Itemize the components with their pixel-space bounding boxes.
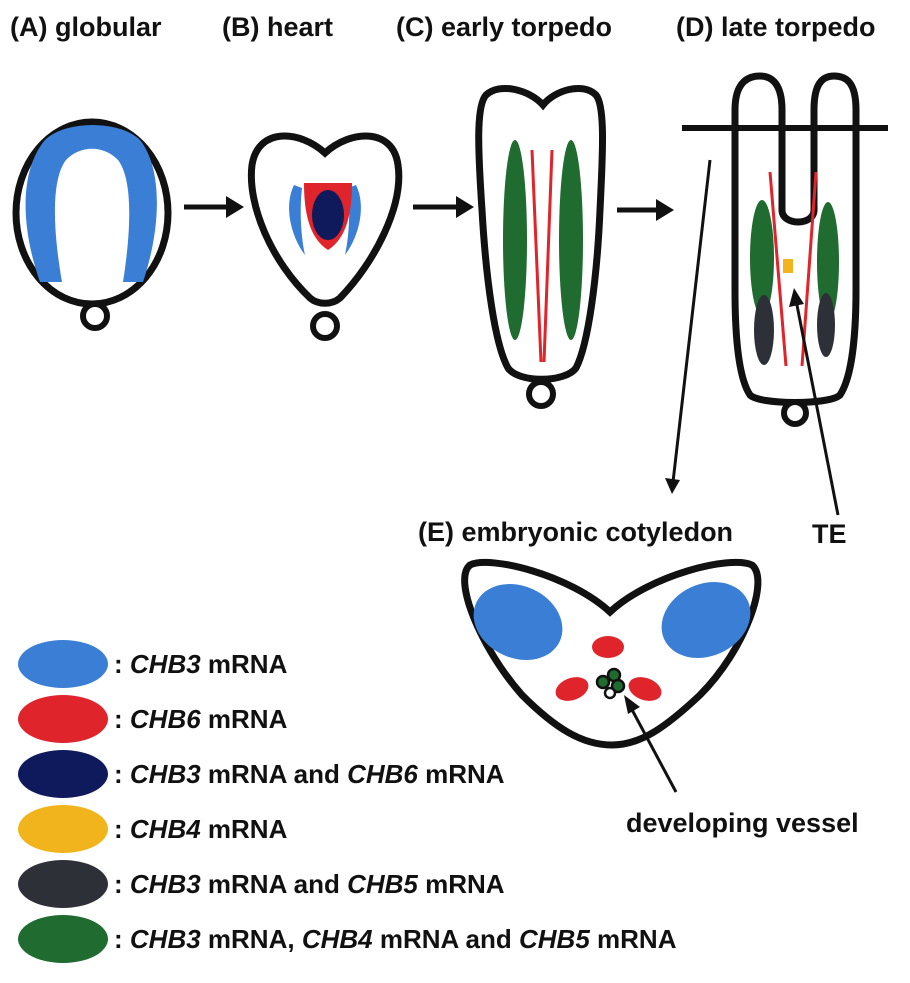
legend-item-chb3-chb5: : CHB3 mRNA and CHB5 mRNA [18, 860, 505, 908]
vessel-cell [597, 676, 609, 688]
globular-suspensor [83, 304, 107, 328]
stage-label-late-torpedo: (D) late torpedo [676, 12, 876, 42]
legend-swatch-chb6 [18, 695, 108, 743]
legend-swatch-chb3 [18, 640, 108, 688]
legend-label-part: mRNA and [373, 924, 519, 954]
early-torpedo-left-green [503, 140, 527, 340]
legend-label-chb3-chb4-chb5: : CHB3 mRNA, CHB4 mRNA and CHB5 mRNA [114, 924, 677, 954]
legend-label-part: : [114, 924, 130, 954]
te-label: TE [812, 519, 847, 549]
arrow-b-to-c-head [456, 196, 474, 218]
legend-item-chb3-chb4-chb5: : CHB3 mRNA, CHB4 mRNA and CHB5 mRNA [18, 915, 677, 963]
arrow-a-to-b-head [226, 196, 244, 218]
legend-label-chb6: : CHB6 mRNA [114, 704, 288, 734]
legend-label-part: mRNA and [201, 759, 347, 789]
section-pointer-line [673, 160, 710, 482]
legend-label-part: mRNA [201, 814, 288, 844]
legend-label-part: CHB5 [519, 924, 590, 954]
arrow-c-to-d [617, 199, 674, 221]
stage-label-heart: (B) heart [222, 12, 333, 42]
legend-label-part: mRNA [201, 649, 288, 679]
late-torpedo-left-dark [754, 295, 774, 365]
legend-label-part: CHB4 [302, 924, 373, 954]
legend-label-part: mRNA and [201, 869, 347, 899]
arrow-b-to-c [413, 196, 474, 218]
arrow-a-to-b [184, 196, 244, 218]
vessel-label: developing vessel [626, 808, 859, 838]
arrow-c-to-d-head [656, 199, 674, 221]
legend-item-chb4: : CHB4 mRNA [18, 805, 288, 853]
section-pointer-head [665, 478, 680, 494]
legend-label-chb3-chb5: : CHB3 mRNA and CHB5 mRNA [114, 869, 505, 899]
legend-label-part: CHB3 [130, 759, 201, 789]
legend-label-part: CHB4 [130, 814, 201, 844]
vessel-cell [605, 688, 615, 698]
cotyledon-cross-section [461, 562, 763, 745]
legend-label-part: CHB5 [347, 869, 418, 899]
legend-label-part: CHB3 [130, 924, 201, 954]
early-torpedo-embryo [479, 88, 603, 406]
legend-label-part: : [114, 649, 130, 679]
early-torpedo-right-green [559, 140, 583, 340]
legend-swatch-chb3-chb5 [18, 860, 108, 908]
legend-label-part: mRNA, [201, 924, 302, 954]
legend-label-part: CHB6 [130, 704, 201, 734]
legend-item-chb3: : CHB3 mRNA [18, 640, 288, 688]
legend-label-part: : [114, 759, 130, 789]
legend-label-part: mRNA [201, 704, 288, 734]
heart-chb3-chb6-core [312, 190, 344, 240]
late-torpedo-chb4-te [783, 259, 793, 273]
cotyledon-label: (E) embryonic cotyledon [418, 517, 733, 547]
legend-label-part: CHB3 [130, 649, 201, 679]
legend-item-chb3-chb6: : CHB3 mRNA and CHB6 mRNA [18, 750, 505, 798]
globular-embryo [16, 122, 168, 328]
heart-suspensor [313, 314, 337, 338]
legend-label-part: CHB6 [347, 759, 418, 789]
cotyledon-chb6-top [592, 636, 624, 658]
stage-label-globular: (A) globular [10, 12, 162, 42]
stage-label-early-torpedo: (C) early torpedo [396, 12, 612, 42]
legend-label-chb3: : CHB3 mRNA [114, 649, 288, 679]
legend-label-part: : [114, 814, 130, 844]
legend-label-part: mRNA [418, 759, 505, 789]
heart-embryo [251, 136, 398, 338]
legend-label-part: mRNA [590, 924, 677, 954]
early-torpedo-suspensor [529, 382, 553, 406]
legend-swatch-chb3-chb4-chb5 [18, 915, 108, 963]
legend-item-chb6: : CHB6 mRNA [18, 695, 288, 743]
legend-swatch-chb3-chb6 [18, 750, 108, 798]
late-torpedo-embryo [682, 76, 888, 424]
legend-label-part: : [114, 704, 130, 734]
legend-label-chb4: : CHB4 mRNA [114, 814, 288, 844]
late-torpedo-suspensor [784, 402, 806, 424]
legend-label-part: CHB3 [130, 869, 201, 899]
legend-label-chb3-chb6: : CHB3 mRNA and CHB6 mRNA [114, 759, 505, 789]
legend-swatch-chb4 [18, 805, 108, 853]
late-torpedo-right-dark [817, 293, 835, 357]
legend-label-part: : [114, 869, 130, 899]
legend-label-part: mRNA [418, 869, 505, 899]
